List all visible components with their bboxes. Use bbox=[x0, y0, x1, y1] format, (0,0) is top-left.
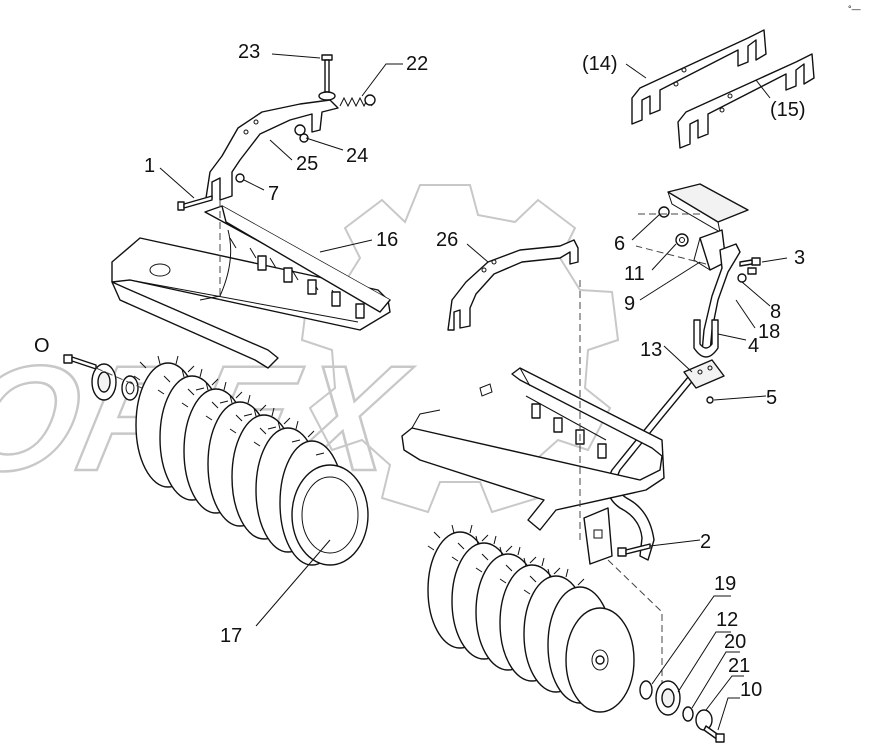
bolt-23 bbox=[318, 54, 336, 101]
callout-6: 6 bbox=[614, 233, 625, 255]
callout-2: 2 bbox=[700, 531, 711, 553]
u-bolt-4 bbox=[693, 319, 719, 358]
bearing-12 bbox=[655, 680, 681, 716]
callout-13: 13 bbox=[640, 339, 662, 361]
bolt-1 bbox=[177, 195, 213, 211]
clamp-plate-13 bbox=[683, 359, 725, 389]
callout-20: 20 bbox=[724, 631, 746, 653]
callout-26: 26 bbox=[436, 229, 458, 251]
leader-lines bbox=[159, 53, 788, 731]
callout-O: O bbox=[34, 335, 50, 357]
bracket-15 bbox=[677, 53, 815, 149]
callout-5: 5 bbox=[766, 387, 777, 409]
callout-4: 4 bbox=[748, 335, 759, 357]
washer-left bbox=[121, 375, 139, 401]
frame-right bbox=[401, 367, 665, 565]
callout-15: (15) bbox=[770, 99, 806, 121]
nut-24 bbox=[294, 124, 309, 143]
ring-21 bbox=[695, 709, 713, 731]
callout-9: 9 bbox=[624, 293, 635, 315]
spring-tine-18 bbox=[606, 243, 741, 561]
callout-8: 8 bbox=[770, 301, 781, 323]
callout-1: 1 bbox=[144, 155, 155, 177]
callout-19: 19 bbox=[714, 573, 736, 595]
callout-18: 18 bbox=[758, 321, 780, 343]
callout-24: 24 bbox=[346, 145, 368, 167]
callout-14: (14) bbox=[582, 53, 618, 75]
callout-21: 21 bbox=[728, 655, 750, 677]
bolt-3 bbox=[739, 257, 761, 275]
corner-mark: °— bbox=[848, 4, 861, 14]
nut-5 bbox=[706, 396, 714, 404]
axis-line-right bbox=[579, 280, 663, 690]
nut-7 bbox=[235, 173, 245, 183]
callout-3: 3 bbox=[794, 247, 805, 269]
callout-25: 25 bbox=[296, 153, 318, 175]
callout-23: 23 bbox=[238, 41, 260, 63]
top-plate bbox=[667, 183, 749, 233]
washer-8 bbox=[737, 273, 747, 283]
roller-17 bbox=[133, 355, 369, 566]
callout-17: 17 bbox=[220, 625, 242, 647]
callout-16: 16 bbox=[376, 229, 398, 251]
arm-bracket-25 bbox=[205, 99, 339, 201]
callout-22: 22 bbox=[406, 53, 428, 75]
arm-bracket-26 bbox=[447, 239, 579, 331]
nut-6 bbox=[658, 206, 670, 218]
roller-right bbox=[427, 524, 635, 713]
washer-19 bbox=[639, 680, 653, 700]
spring-22 bbox=[339, 94, 376, 108]
bearing-left bbox=[91, 363, 117, 401]
callout-10: 10 bbox=[740, 679, 762, 701]
bracket-14 bbox=[631, 29, 767, 125]
bolt-10 bbox=[703, 725, 725, 743]
frame-16 bbox=[111, 200, 391, 369]
callout-12: 12 bbox=[716, 609, 738, 631]
callout-11: 11 bbox=[624, 263, 645, 285]
washer-20 bbox=[682, 706, 694, 722]
axis-line-upper-right bbox=[634, 213, 707, 265]
bolt-2 bbox=[617, 543, 651, 557]
callout-7: 7 bbox=[268, 183, 279, 205]
nut-11 bbox=[675, 233, 689, 247]
